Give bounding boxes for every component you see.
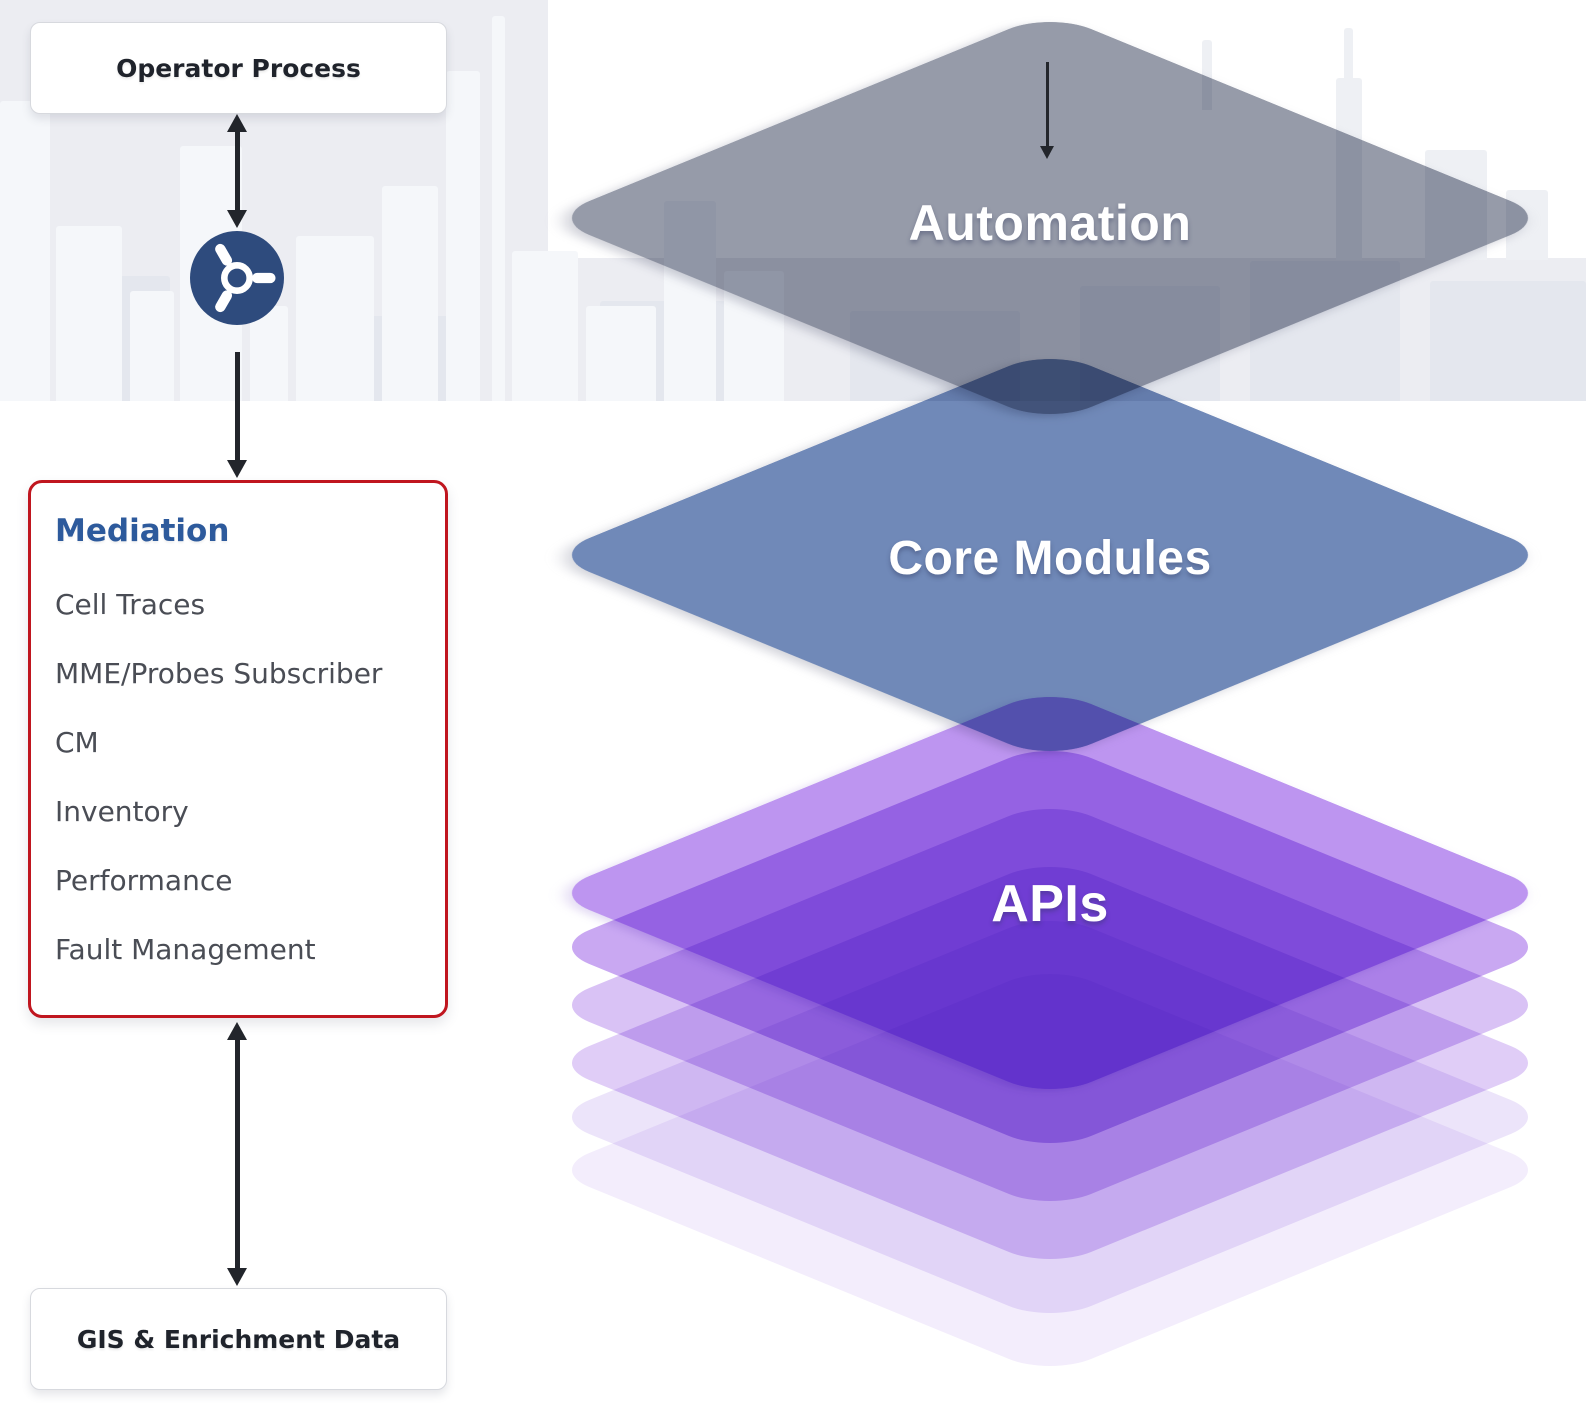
mediation-list-item: Performance (55, 864, 233, 897)
gis-enrichment-label: GIS & Enrichment Data (76, 1324, 401, 1354)
skyline-building (1344, 28, 1353, 88)
skyline-building (1202, 40, 1212, 110)
down-arrow-connector (227, 352, 247, 478)
fan-icon-svg (190, 231, 284, 325)
operator-process-box: Operator Process (30, 22, 447, 114)
apis-label: APIs (991, 875, 1109, 933)
skyline-building (382, 186, 438, 401)
down-arrow-icon (1040, 62, 1054, 159)
mediation-list-item: Inventory (55, 795, 189, 828)
skyline-building (0, 101, 50, 401)
operator-process-label: Operator Process (116, 53, 361, 83)
skyline-building (250, 306, 288, 401)
skyline-building (586, 306, 656, 401)
mediation-list-item: MME/Probes Subscriber (55, 657, 383, 690)
skyline-building (512, 251, 578, 401)
double-arrow-connector (227, 1022, 247, 1286)
gis-enrichment-box: GIS & Enrichment Data (30, 1288, 447, 1390)
skyline-building (1430, 281, 1586, 401)
skyline-building (130, 291, 174, 401)
core-modules-label: Core Modules (888, 532, 1212, 585)
skyline-building (492, 16, 505, 401)
mediation-list-item: Fault Management (55, 933, 316, 966)
mediation-title: Mediation (55, 513, 230, 549)
mediation-list-item: CM (55, 726, 99, 759)
automation-label: Automation (908, 195, 1192, 251)
fan-icon (190, 231, 284, 325)
mediation-list-item: Cell Traces (55, 588, 206, 621)
double-arrow-connector (227, 114, 247, 228)
skyline-building (446, 71, 480, 401)
skyline-building (56, 226, 122, 401)
skyline-building (296, 236, 374, 401)
